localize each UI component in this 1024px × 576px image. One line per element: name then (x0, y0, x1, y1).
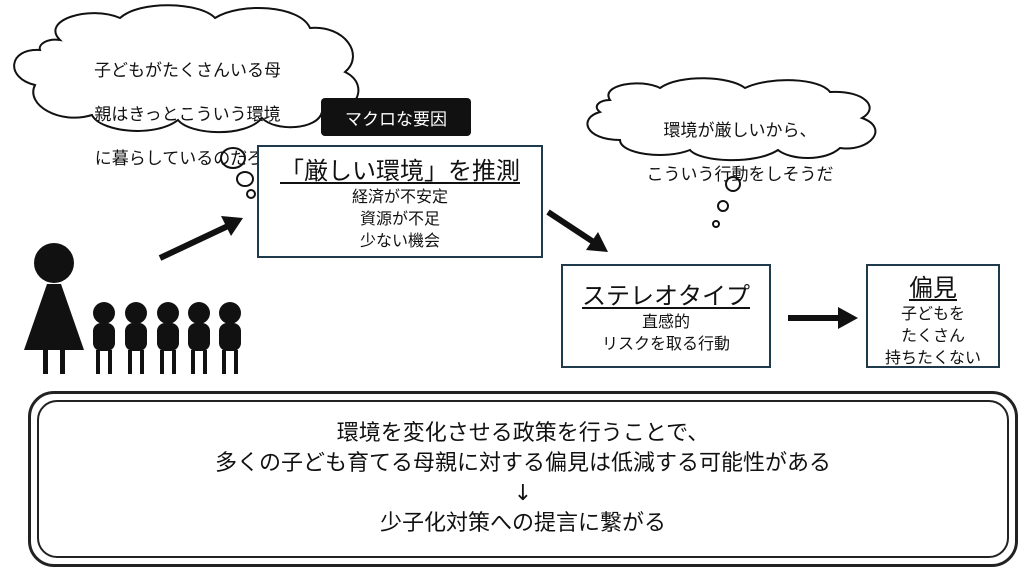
conclusion-panel: 環境を変化させる政策を行うことで、 多くの子ども育てる母親に対する偏見は低減する… (37, 400, 1009, 558)
arrow-icon (546, 209, 608, 252)
arrow-icon (788, 307, 858, 329)
child-figure-icon (157, 302, 179, 374)
environment-item: 少ない機会 (359, 231, 440, 250)
mother-thought-text: 子どもがたくさんいる母 親はきっとこういう環境 に暮らしているのだろう (55, 38, 320, 192)
conclusion-arrow: ↓ (513, 481, 533, 506)
child-figure-icon (219, 302, 241, 374)
environment-box: 「厳しい環境」を推測 経済が不安定 資源が不足 少ない機会 (257, 145, 543, 258)
stereotype-item: リスクを取る行動 (601, 334, 730, 353)
stereotype-box: ステレオタイプ 直感的 リスクを取る行動 (561, 264, 771, 368)
bias-box: 偏見 子どもを たくさん 持ちたくない (866, 264, 1000, 368)
behavior-thought-text: 環境が厳しいから、 こういう行動をしそうだ (615, 98, 865, 208)
environment-item: 資源が不足 (359, 209, 440, 228)
bias-item: 子どもを (900, 304, 965, 323)
mother-figure-icon (24, 243, 84, 374)
stereotype-item: 直感的 (641, 312, 690, 331)
children-group (93, 302, 241, 374)
conclusion-line: 環境を変化させる政策を行うことで、 (336, 421, 710, 446)
bias-title: 偏見 (909, 274, 957, 302)
thought-line: 親はきっとこういう環境 (94, 105, 281, 125)
bias-item: 持ちたくない (884, 348, 981, 367)
stereotype-title: ステレオタイプ (582, 282, 750, 310)
macro-factor-tag: マクロな要因 (321, 98, 471, 136)
conclusion-line: 多くの子ども育てる母親に対する偏見は低減する可能性がある (214, 451, 831, 476)
conclusion-line: 少子化対策への提言に繋がる (379, 511, 666, 536)
thought-line: 環境が厳しいから、 (663, 121, 817, 141)
environment-title: 「厳しい環境」を推測 (280, 157, 520, 185)
child-figure-icon (93, 302, 115, 374)
environment-item: 経済が不安定 (351, 187, 448, 206)
thought-line: に暮らしているのだろう (94, 149, 281, 169)
arrow-icon (158, 216, 243, 261)
thought-line: 子どもがたくさんいる母 (94, 61, 281, 81)
thought-bubble-icon (13, 4, 360, 199)
conclusion-frame: 環境を変化させる政策を行うことで、 多くの子ども育てる母親に対する偏見は低減する… (28, 391, 1018, 567)
bias-item: たくさん (900, 326, 965, 345)
macro-factor-label: マクロな要因 (345, 109, 447, 130)
child-figure-icon (125, 302, 147, 374)
thought-bubble-icon (586, 77, 877, 228)
child-figure-icon (188, 302, 210, 374)
thought-line: こういう行動をしそうだ (646, 165, 834, 185)
